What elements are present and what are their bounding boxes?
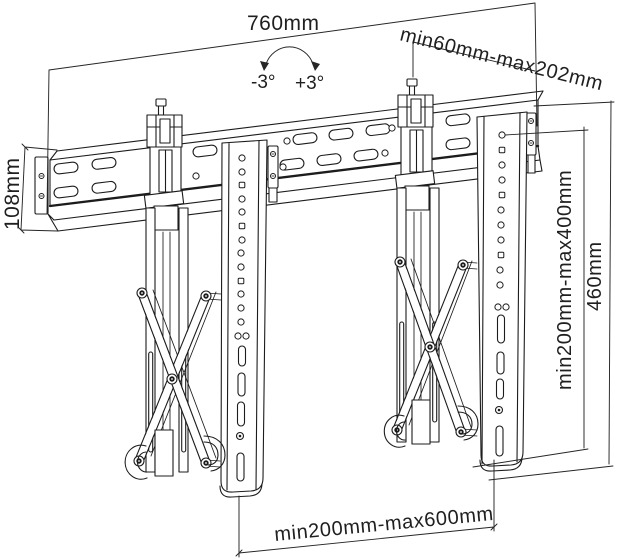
dim-rail-height-label: 108mm xyxy=(1,157,24,230)
right-bracket-fold-lines xyxy=(481,112,521,465)
pivot-bolt-icon xyxy=(394,256,406,268)
pivot-bolt-icon xyxy=(136,287,148,299)
right-bracket-links xyxy=(460,261,478,437)
plate-screw-icon xyxy=(528,118,534,124)
dim-line-depth-range xyxy=(412,41,536,78)
rail-end-cap xyxy=(34,156,49,215)
left-tv-bracket xyxy=(219,139,279,498)
rail-top-edge xyxy=(49,99,539,161)
dim-line-bracket-height xyxy=(488,100,615,481)
dim-total-width-label: 760mm xyxy=(247,12,320,35)
left-bracket-side-tab xyxy=(268,187,278,203)
left-bracket-links xyxy=(205,292,222,468)
right-tv-bracket xyxy=(476,111,537,472)
dim-line-vesa-horizontal xyxy=(235,459,498,558)
plate-screw-icon xyxy=(270,151,276,157)
left-carriage-neck xyxy=(153,205,179,231)
right-adjust-knob xyxy=(406,78,418,87)
left-bracket-body xyxy=(220,139,268,493)
left-adjust-knob xyxy=(155,98,167,107)
rail-slots-top-row xyxy=(53,113,471,175)
dim-line-rail-height xyxy=(17,143,59,234)
left-slider-carriage xyxy=(143,98,189,473)
wall-rail xyxy=(34,90,544,232)
tilt-arrow-right-icon xyxy=(311,61,320,71)
pivot-bolt-icon xyxy=(457,259,469,271)
right-scissor-mechanism xyxy=(383,256,479,448)
dim-vesa-horizontal-label: min200mm-max600mm xyxy=(273,503,494,546)
right-bracket-slots xyxy=(494,314,506,457)
left-scissor-mechanism xyxy=(124,287,226,480)
plate-screw-icon xyxy=(528,140,534,146)
left-foot-assembly xyxy=(124,429,226,480)
left-bracket-fold-lines xyxy=(226,140,260,491)
pivot-bolt-icon xyxy=(200,290,212,302)
tilt-negative-label: -3° xyxy=(251,72,276,93)
rail-top-flange xyxy=(49,90,544,161)
right-foot-assembly xyxy=(383,399,479,448)
rail-flange-ends xyxy=(47,145,543,232)
rail-slots-bottom-row xyxy=(53,137,471,199)
dim-depth-range-label: min60mm-max202mm xyxy=(398,24,606,96)
dim-bracket-height-label: 460mm xyxy=(584,241,606,311)
right-carriage-neck xyxy=(404,185,430,211)
dim-vesa-vertical-label: min200mm-max400mm xyxy=(554,170,576,390)
pivot-bolt-icon xyxy=(200,457,212,469)
right-rear-arms xyxy=(408,258,473,428)
right-side-plate xyxy=(396,187,407,443)
rail-lower-flange xyxy=(53,159,543,232)
tilt-positive-label: +3° xyxy=(295,73,324,94)
cap-screw-icon xyxy=(38,193,45,199)
dim-line-vesa-vertical xyxy=(472,126,589,468)
pivot-bolt-icon xyxy=(455,426,467,438)
left-bracket-slots xyxy=(235,345,247,482)
plate-screw-icon xyxy=(270,173,276,179)
tilt-arrow-left-icon xyxy=(260,61,269,71)
pivot-bolt-icon xyxy=(166,373,178,385)
left-bracket-underside xyxy=(219,482,263,498)
rail-bottom-edge xyxy=(48,144,540,208)
tilt-arc xyxy=(265,46,314,65)
left-rear-arms xyxy=(150,289,217,459)
cap-screw-icon xyxy=(38,173,45,179)
rail-top-rear-edge xyxy=(56,90,544,152)
pivot-bolt-icon xyxy=(424,341,436,353)
right-bracket-side-tab xyxy=(527,154,536,174)
